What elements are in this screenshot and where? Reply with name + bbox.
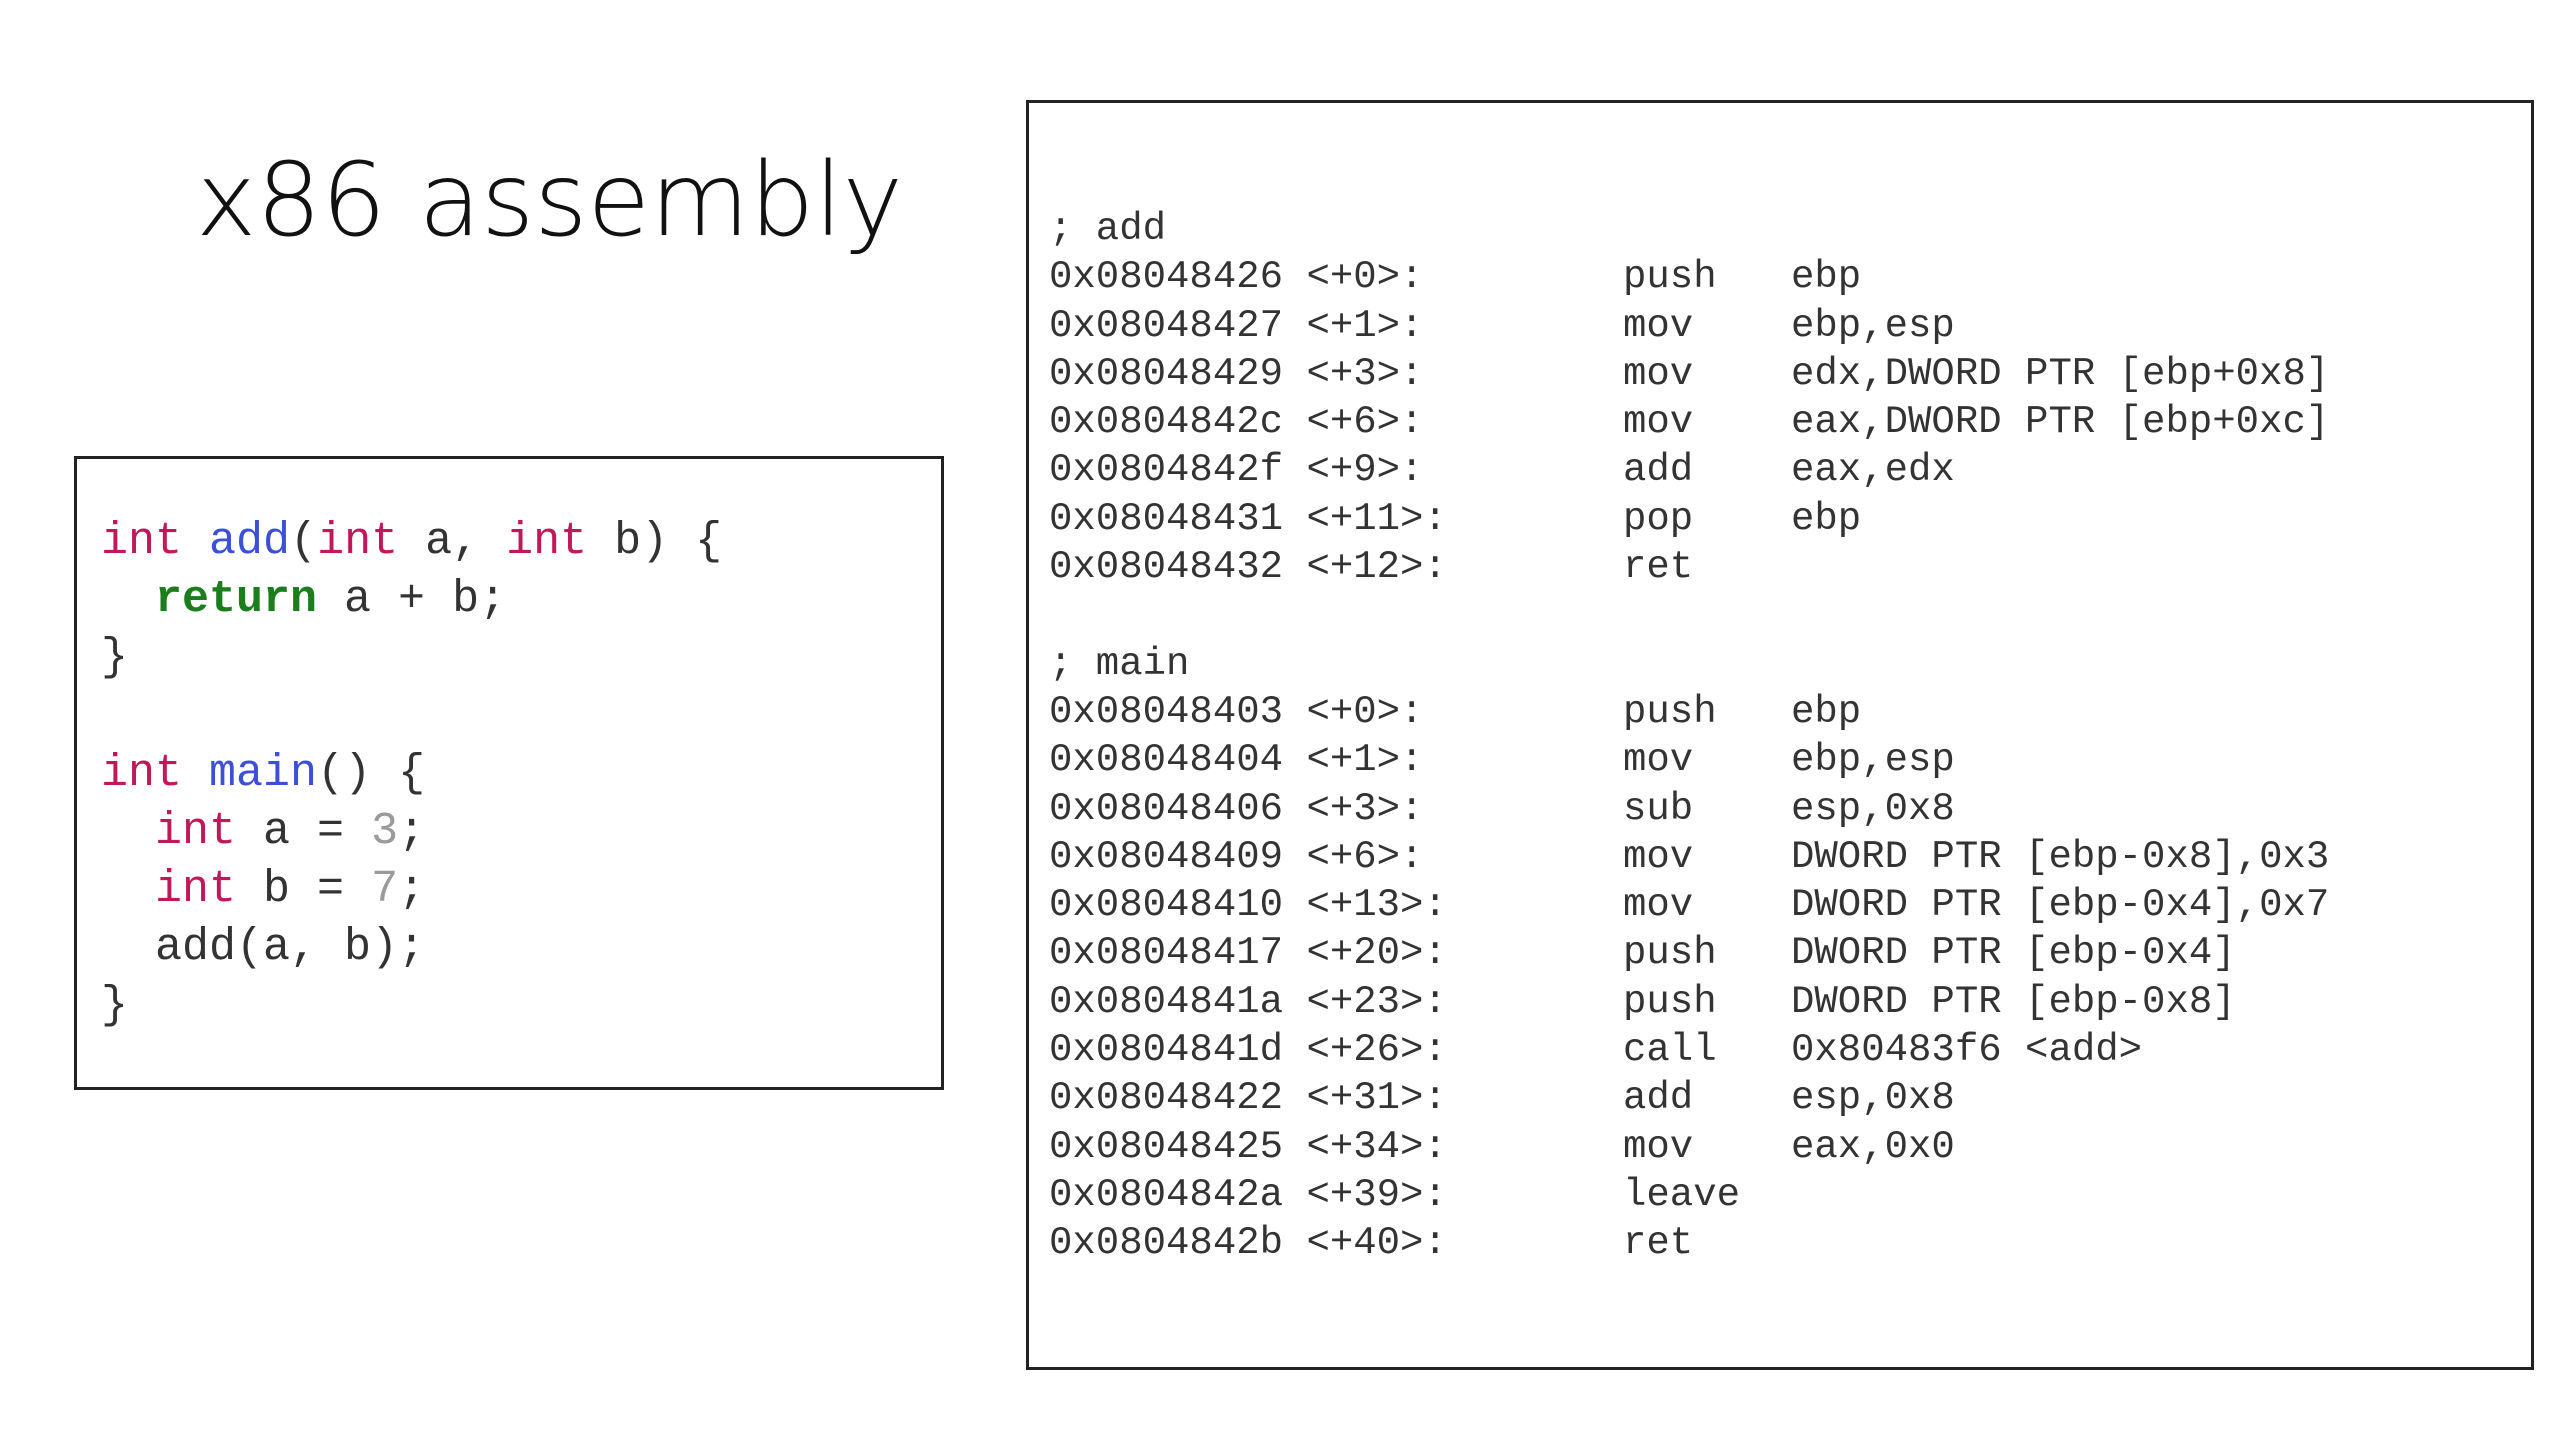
asm-address: 0x0804842a <+39>: [1049,1172,1447,1217]
asm-operands: edx,DWORD PTR [ebp+0x8] [1791,351,2330,396]
code-token: } [101,980,129,1031]
asm-mnemonic: mov [1623,351,1694,396]
code-token: a, [398,516,507,567]
asm-address: 0x08048427 <+1>: [1049,303,1424,348]
asm-comment: ; add [1049,207,1167,251]
asm-address: 0x08048429 <+3>: [1049,351,1424,396]
code-token: 3 [371,806,399,857]
asm-address: 0x0804841a <+23>: [1049,979,1447,1024]
asm-operands: ebp,esp [1791,303,1955,348]
asm-operands: DWORD PTR [ebp-0x4] [1791,931,2236,976]
asm-address: 0x0804842b <+40>: [1049,1221,1447,1266]
slide-title: x86 assembly [196,141,903,260]
asm-operands: esp,0x8 [1791,1076,1955,1121]
code-token [182,516,209,567]
code-line: return a + b; [101,571,722,629]
asm-address: 0x08048417 <+20>: [1049,931,1447,976]
asm-mnemonic: mov [1623,738,1694,783]
code-token [182,748,209,799]
code-line: int b = 7; [101,861,722,919]
asm-operands: ebp [1791,496,1862,541]
code-line: int main() { [101,745,722,803]
asm-address: 0x08048426 <+0>: [1049,255,1424,300]
asm-address: 0x0804842f <+9>: [1049,448,1424,493]
asm-operands: esp,0x8 [1791,786,1955,831]
code-token: } [101,632,129,683]
code-token: ; [398,806,426,857]
code-line: int add(int a, int b) { [101,513,722,571]
code-token: 7 [371,864,399,915]
code-token [101,806,155,857]
code-token: b = [236,864,372,915]
asm-mnemonic: sub [1623,786,1694,831]
code-line: } [101,977,722,1035]
asm-address: 0x08048425 <+34>: [1049,1124,1447,1169]
code-token [101,574,155,625]
asm-mnemonic: leave [1623,1172,1741,1217]
asm-address: 0x08048404 <+1>: [1049,738,1424,783]
asm-mnemonic: ret [1623,545,1694,590]
c-source-code-box: int add(int a, int b) { return a + b;}in… [74,456,944,1090]
code-token: add(a, b); [101,922,426,973]
code-token: b) { [587,516,723,567]
asm-mnemonic: push [1623,255,1717,300]
asm-address: 0x08048409 <+6>: [1049,834,1424,879]
asm-mnemonic: ret [1623,1221,1694,1266]
code-token: () { [317,748,426,799]
asm-operands: ebp [1791,689,1862,734]
code-token: a + b; [317,574,507,625]
code-token: add [209,516,291,567]
asm-operands: 0x80483f6 <add> [1791,1028,2143,1073]
asm-mnemonic: call [1623,1028,1717,1073]
asm-operands: eax,edx [1791,448,1955,493]
asm-address: 0x0804842c <+6>: [1049,400,1424,445]
code-line: } [101,629,722,687]
asm-address: 0x08048410 <+13>: [1049,883,1447,928]
asm-mnemonic: mov [1623,883,1694,928]
asm-mnemonic: push [1623,931,1717,976]
code-token: int [317,516,399,567]
code-line: int a = 3; [101,803,722,861]
code-token: int [101,748,183,799]
asm-mnemonic: push [1623,689,1717,734]
code-token: main [209,748,318,799]
asm-address: 0x08048403 <+0>: [1049,689,1424,734]
asm-operands: DWORD PTR [ebp-0x8],0x3 [1791,834,2330,879]
asm-address: 0x08048422 <+31>: [1049,1076,1447,1121]
asm-mnemonic: add [1623,448,1694,493]
code-line: add(a, b); [101,919,722,977]
asm-mnemonic: add [1623,1076,1694,1121]
code-token: int [101,516,183,567]
asm-address: 0x0804841d <+26>: [1049,1028,1447,1073]
code-token: ( [290,516,318,567]
code-token [101,864,155,915]
asm-mnemonic: mov [1623,1124,1694,1169]
asm-operands: ebp [1791,255,1862,300]
asm-mnemonic: mov [1623,303,1694,348]
asm-comment: ; main [1049,641,1190,686]
asm-operands: eax,DWORD PTR [ebp+0xc] [1791,400,2330,445]
asm-operands: DWORD PTR [ebp-0x8] [1791,979,2236,1024]
asm-mnemonic: mov [1623,400,1694,445]
code-token: return [155,574,318,625]
code-token: int [155,864,237,915]
code-token: a = [236,806,372,857]
c-source-code: int add(int a, int b) { return a + b;}in… [101,513,722,1035]
asm-address: 0x08048432 <+12>: [1049,545,1447,590]
asm-operands: ebp,esp [1791,738,1955,783]
asm-address: 0x08048431 <+11>: [1049,496,1447,541]
asm-mnemonic: mov [1623,834,1694,879]
code-token: ; [398,864,426,915]
asm-operands: DWORD PTR [ebp-0x4],0x7 [1791,883,2330,928]
code-token: int [155,806,237,857]
asm-mnemonic: pop [1623,496,1694,541]
asm-operands: eax,0x0 [1791,1124,1955,1169]
asm-address: 0x08048406 <+3>: [1049,786,1424,831]
asm-mnemonic: push [1623,979,1717,1024]
code-token: int [506,516,588,567]
code-line [101,687,722,745]
